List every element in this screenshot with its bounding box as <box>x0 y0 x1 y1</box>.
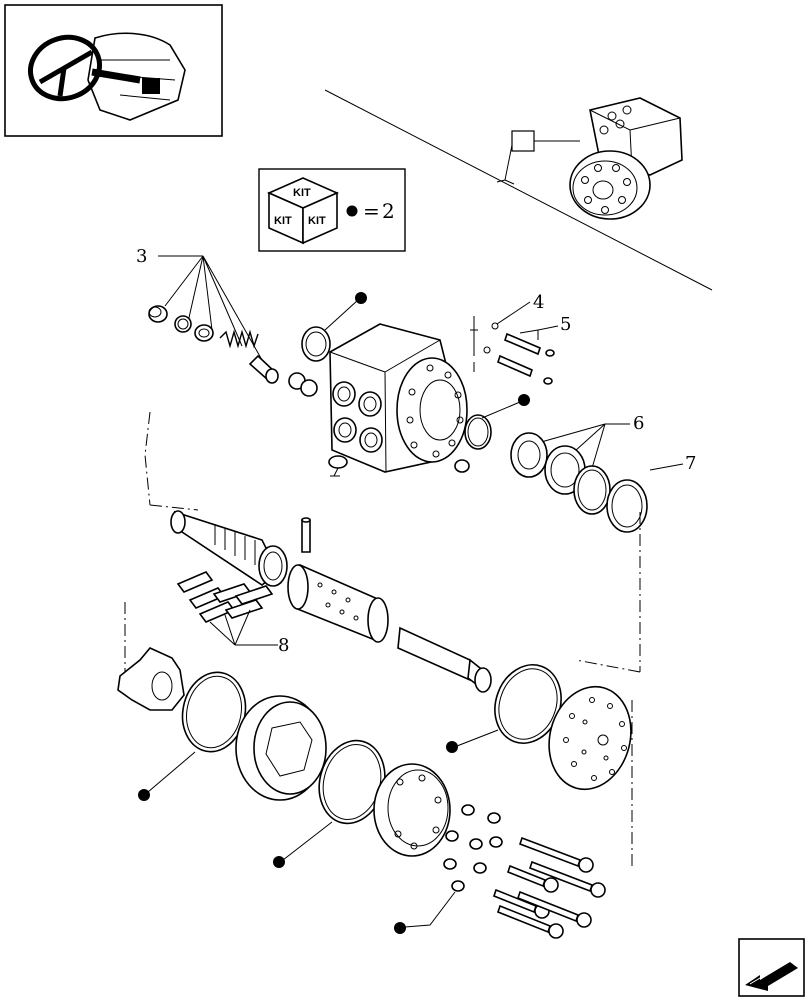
callout-6: 6 <box>633 413 644 434</box>
kit-label-right: KIT <box>308 215 326 227</box>
housing-o-ring <box>464 394 530 450</box>
location-thumbnail <box>4 4 223 137</box>
kit-part-bullet-icon <box>446 741 458 753</box>
sleeve <box>287 563 389 643</box>
callout-4: 4 <box>533 292 544 313</box>
valve-housing <box>328 323 470 477</box>
gerotor-ring <box>235 695 327 801</box>
distribution-plate <box>548 685 632 791</box>
kit-quantity: 2 <box>382 199 395 223</box>
kit-equals: = <box>363 199 380 223</box>
callout-6-7-group: 6 7 <box>510 413 696 533</box>
callout-8: 8 <box>278 635 289 656</box>
cross-pin <box>301 517 311 553</box>
spool-shaft <box>170 510 288 587</box>
assembly-overview <box>324 89 713 291</box>
kit-legend: KIT KIT KIT = 2 <box>258 168 406 252</box>
kit-bullet-icon <box>346 205 358 217</box>
end-cover <box>373 763 451 857</box>
callout-3-group: 3 <box>136 246 318 397</box>
star-rotor <box>117 647 185 711</box>
callout-7: 7 <box>685 453 696 474</box>
callout-5: 5 <box>560 314 571 335</box>
kit-part-bullet-icon <box>394 922 406 934</box>
body-seal-ring <box>301 292 367 362</box>
kit-part-bullet-icon <box>273 856 285 868</box>
kit-part-bullet-icon <box>138 789 150 801</box>
callout-4-5-group: 4 5 <box>470 292 571 385</box>
large-o-ring-middle <box>273 739 386 868</box>
bolts-and-washers <box>394 804 606 939</box>
kit-label-top: KIT <box>293 187 311 199</box>
kit-label-left: KIT <box>274 215 292 227</box>
next-page-arrow-icon[interactable] <box>738 938 805 997</box>
callout-8-group: 8 <box>176 571 289 656</box>
callout-3: 3 <box>136 246 147 267</box>
kit-part-bullet-icon <box>355 292 367 304</box>
kit-part-bullet-icon <box>518 394 530 406</box>
drive-shaft <box>397 626 492 693</box>
